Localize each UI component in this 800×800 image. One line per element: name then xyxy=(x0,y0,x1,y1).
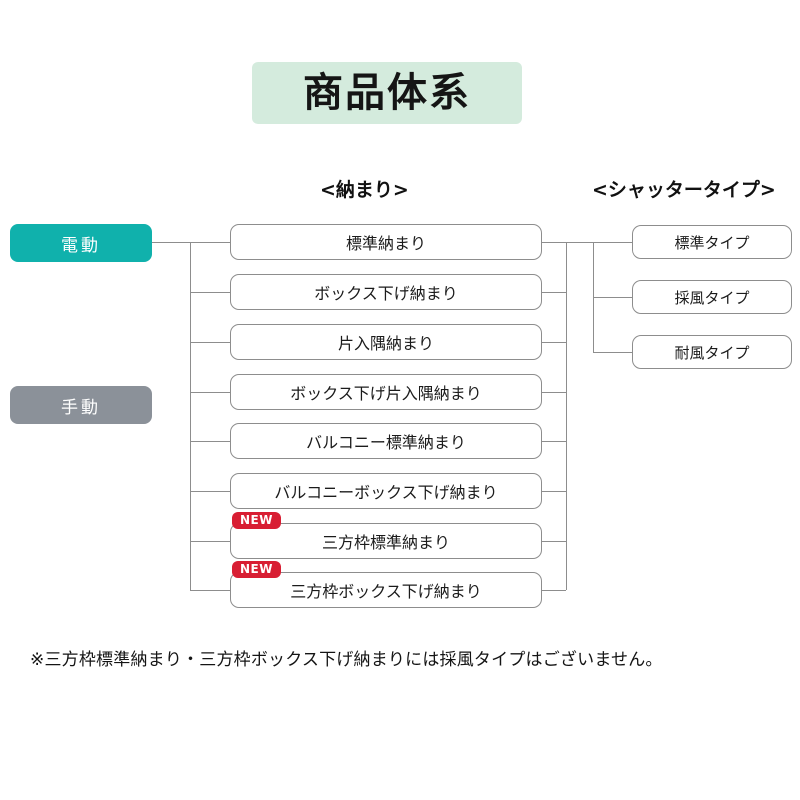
shutter-type-label: 標準タイプ xyxy=(674,233,750,252)
connector-right-spur xyxy=(542,392,566,393)
osamari-node-label: 片入隅納まり xyxy=(337,334,434,353)
category-manual[interactable]: 手動 xyxy=(10,386,152,424)
page-title: 商品体系 xyxy=(303,70,471,116)
category-electric[interactable]: 電動 xyxy=(10,224,152,262)
osamari-node-label: 三方枠ボックス下げ納まり xyxy=(290,582,482,601)
osamari-node-label: 標準納まり xyxy=(345,234,426,253)
osamari-node[interactable]: ボックス下げ納まり xyxy=(230,274,542,310)
osamari-node[interactable]: バルコニー標準納まり xyxy=(230,423,542,459)
connector-left-spur xyxy=(190,491,230,492)
new-badge: NEW xyxy=(232,512,281,529)
connector-right-spur xyxy=(542,541,566,542)
shutter-type-node[interactable]: 耐風タイプ xyxy=(632,335,792,369)
osamari-node[interactable]: 三方枠ボックス下げ納まり xyxy=(230,572,542,608)
osamari-node[interactable]: 片入隅納まり xyxy=(230,324,542,360)
osamari-node[interactable]: バルコニーボックス下げ納まり xyxy=(230,473,542,509)
connector-right-spur xyxy=(542,242,566,243)
connector-left-trunk xyxy=(190,242,191,590)
connector-left-spur xyxy=(190,242,230,243)
connector-left-spur xyxy=(190,392,230,393)
connector-bridge xyxy=(566,242,593,243)
new-badge: NEW xyxy=(232,561,281,578)
osamari-node-label: 三方枠標準納まり xyxy=(321,533,450,552)
connector-left-spur xyxy=(190,590,230,591)
page-title-banner: 商品体系 xyxy=(252,62,522,124)
osamari-node[interactable]: 三方枠標準納まり xyxy=(230,523,542,559)
connector-right-spur xyxy=(542,441,566,442)
shutter-type-label: 採風タイプ xyxy=(674,288,750,307)
column-header-osamari: <納まり> xyxy=(320,179,409,201)
osamari-node-label: ボックス下げ納まり xyxy=(314,284,458,303)
connector-left-spur xyxy=(190,342,230,343)
column-header-shutter-type: <シャッタータイプ> xyxy=(592,179,776,201)
connector-right-collector-trunk xyxy=(566,242,567,590)
connector-shutter-spur xyxy=(593,352,632,353)
shutter-type-node[interactable]: 標準タイプ xyxy=(632,225,792,259)
connector-right-spur xyxy=(542,292,566,293)
osamari-node-label: ボックス下げ片入隅納まり xyxy=(290,384,482,403)
connector-left-spur xyxy=(190,441,230,442)
connector-shutter-spur xyxy=(593,297,632,298)
connector-left-spur xyxy=(190,541,230,542)
connector-right-spur xyxy=(542,491,566,492)
footnote-text: ※三方枠標準納まり・三方枠ボックス下げ納まりには採風タイプはございません。 xyxy=(30,650,663,670)
connector-right-spur xyxy=(542,590,566,591)
connector-left-spur xyxy=(190,292,230,293)
osamari-node-label: バルコニーボックス下げ納まり xyxy=(274,483,498,502)
osamari-node[interactable]: ボックス下げ片入隅納まり xyxy=(230,374,542,410)
osamari-node-label: バルコニー標準納まり xyxy=(306,433,466,452)
osamari-node[interactable]: 標準納まり xyxy=(230,224,542,260)
shutter-type-label: 耐風タイプ xyxy=(674,343,750,362)
connector-electric-stub xyxy=(152,242,190,243)
connector-right-spur xyxy=(542,342,566,343)
shutter-type-node[interactable]: 採風タイプ xyxy=(632,280,792,314)
connector-shutter-spur xyxy=(593,242,632,243)
